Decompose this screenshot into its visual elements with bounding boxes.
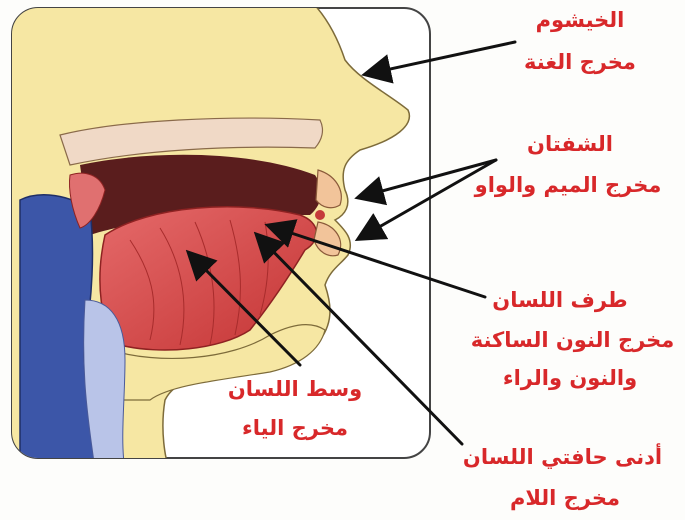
label-tongue-middle-subtitle: مخرج الياء — [225, 418, 365, 439]
label-tongue-edges-title: أدنى حافتي اللسان — [445, 447, 680, 468]
label-lips-subtitle: مخرج الميم والواو — [468, 175, 668, 196]
label-tongue-edges-subtitle: مخرج اللام — [500, 488, 630, 509]
label-tongue-tip-line2: مخرج النون الساكنة — [470, 330, 675, 351]
label-tongue-middle-title: وسط اللسان — [215, 379, 375, 400]
label-tongue-tip-title: طرف اللسان — [480, 290, 640, 311]
label-nasal-cavity-subtitle: مخرج الغنة — [505, 52, 655, 73]
teeth-tip — [315, 210, 325, 220]
label-tongue-tip-line3: والنون والراء — [480, 368, 660, 389]
label-lips-title: الشفتان — [515, 134, 625, 155]
label-nasal-cavity-title: الخيشوم — [510, 10, 650, 31]
